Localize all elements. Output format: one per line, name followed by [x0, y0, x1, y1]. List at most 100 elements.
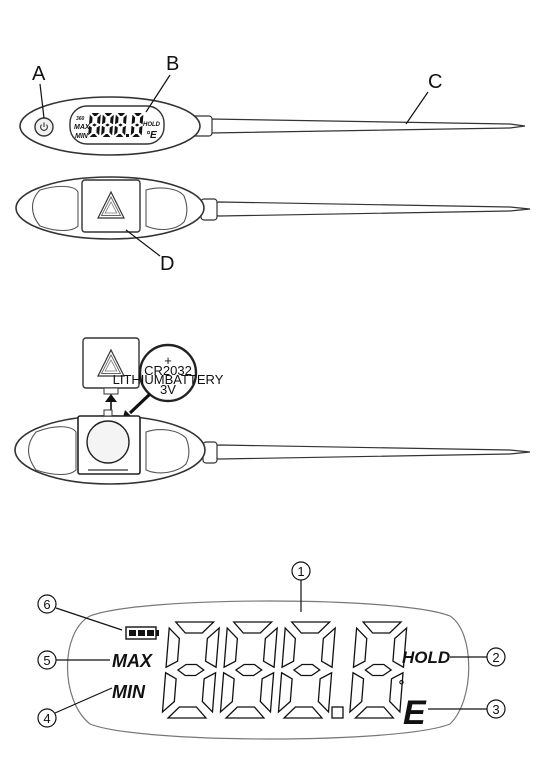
callout-2: 2: [450, 647, 506, 667]
label-d: D: [160, 253, 174, 275]
small-lcd-min: MIN: [75, 133, 89, 140]
segment-c: [138, 125, 143, 136]
cover-tab: [103, 387, 119, 395]
callout-4: 4: [37, 687, 113, 728]
lcd-max: MAX: [112, 651, 153, 671]
segment-b: [262, 626, 278, 669]
segment-d: [353, 706, 395, 719]
segment-d: [166, 706, 208, 719]
seven-segment-digit: [130, 113, 144, 137]
seven-segment-digit: [101, 113, 114, 137]
segment-e: [88, 125, 92, 136]
seven-segment-digit: [219, 621, 278, 719]
decimal-point: [331, 706, 344, 719]
segment-d: [224, 706, 266, 719]
segment-d: [115, 134, 124, 137]
leader-c: [405, 91, 429, 125]
label-b: B: [166, 53, 179, 75]
seven-segment-digit: [161, 621, 220, 719]
segment-e: [349, 671, 365, 714]
segment-b: [123, 114, 127, 125]
triangle-icon: [97, 190, 125, 219]
segment-a: [104, 113, 113, 116]
segment-g: [176, 663, 205, 677]
segment-f: [281, 626, 297, 669]
segment-c: [122, 125, 126, 136]
battery-latch: [103, 409, 113, 417]
front-view: 360 MAX MIN HOLD °E A B C: [19, 53, 526, 156]
svg-text:4: 4: [43, 711, 50, 726]
probe-shaft-back: [201, 201, 531, 217]
segment-b: [97, 114, 101, 125]
battery-install-view: + CR2032 LITHIUMBATTERY 3V: [14, 337, 531, 485]
segment-g: [234, 663, 263, 677]
large-lcd-digits: [161, 621, 408, 719]
segment-c: [317, 671, 333, 714]
segment-f: [131, 114, 136, 125]
triangle-icon-cover: [97, 348, 125, 377]
segment-g: [292, 663, 321, 677]
svg-text:5: 5: [43, 653, 50, 668]
segment-d: [132, 134, 140, 137]
battery-indicator-icon: [125, 626, 159, 640]
segment-b: [204, 626, 220, 669]
callout-1: 1: [291, 561, 311, 612]
segment-d: [102, 134, 111, 137]
segment-f: [223, 626, 239, 669]
battery-voltage: 3V: [160, 382, 176, 397]
lcd-min: MIN: [112, 682, 146, 702]
grip-left-install: [27, 426, 77, 476]
segment-e: [101, 125, 105, 136]
segment-f: [352, 626, 368, 669]
segment-b: [110, 114, 114, 125]
segment-f: [165, 626, 181, 669]
leader-b: [145, 74, 171, 113]
callout-6: 6: [37, 594, 123, 631]
segment-a: [134, 113, 142, 116]
segment-e: [161, 671, 177, 714]
battery-type: LITHIUMBATTERY: [113, 372, 224, 387]
coin-battery: [138, 343, 198, 403]
svg-text:3: 3: [492, 702, 499, 717]
segment-c: [389, 671, 404, 714]
lcd-hold: HOLD: [402, 648, 450, 667]
grip-right-install: [145, 429, 190, 474]
probe-shaft: [189, 118, 526, 134]
segment-f: [115, 114, 119, 125]
segment-e: [114, 125, 118, 136]
segment-a: [91, 113, 100, 116]
power-icon: [40, 122, 48, 131]
label-a: A: [32, 63, 46, 85]
seven-segment-digit: [349, 621, 408, 719]
small-lcd-tiny: 360: [76, 116, 85, 122]
lcd-degree: °: [398, 677, 404, 693]
segment-g: [105, 123, 110, 127]
leader-d: [125, 229, 161, 257]
segment-e: [277, 671, 293, 714]
segment-c: [259, 671, 275, 714]
segment-a: [117, 113, 126, 116]
segment-c: [96, 125, 100, 136]
segment-c: [201, 671, 217, 714]
segment-f: [89, 114, 93, 125]
segment-e: [130, 125, 135, 136]
segment-d: [89, 134, 98, 137]
decimal-point: [126, 134, 129, 137]
callout-3: 3: [428, 699, 506, 719]
seven-segment-digit: [114, 113, 127, 137]
svg-text:2: 2: [492, 650, 499, 665]
arrow-up-icon: [105, 394, 117, 412]
lcd-detail-view: MAX MIN HOLD ° E 1 2 3 4 5: [37, 561, 506, 740]
grip-left: [31, 185, 79, 232]
segment-a: [174, 621, 216, 634]
segment-g: [134, 123, 140, 127]
battery-model: CR2032: [144, 363, 192, 378]
segment-f: [102, 114, 106, 125]
grip-right: [145, 187, 188, 231]
small-lcd-digits: [88, 113, 144, 137]
small-lcd-unit: °E: [146, 130, 157, 141]
lcd-unit: E: [403, 694, 427, 732]
back-view: D: [15, 176, 531, 275]
battery-slot: [86, 420, 130, 464]
